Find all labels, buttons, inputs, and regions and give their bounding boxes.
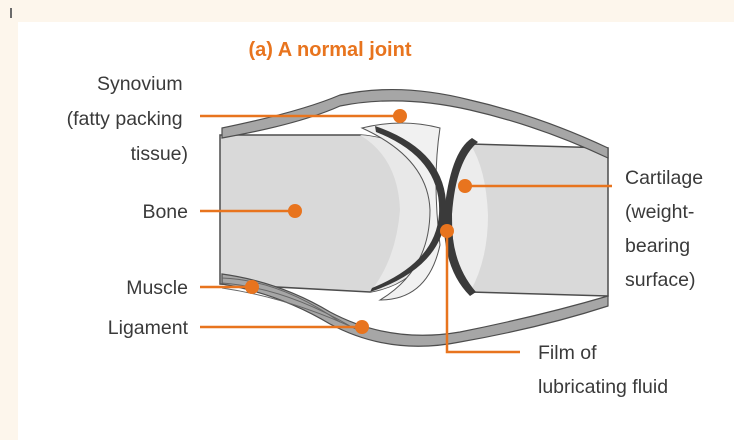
fluid-dot: [440, 224, 454, 238]
bone-label: Bone: [142, 201, 188, 223]
cartilage-label: Cartilage (weight- bearing surface): [625, 167, 708, 291]
cartilage-dot: [458, 179, 472, 193]
muscle-dot: [245, 280, 259, 294]
synovium-label: Synovium (fatty packing tissue): [67, 73, 188, 165]
ligament-label: Ligament: [108, 317, 189, 339]
muscle-label: Muscle: [126, 277, 188, 299]
diagram-title: (a) A normal joint: [249, 39, 412, 61]
film-label: Film of lubricating fluid: [538, 342, 668, 398]
synovium-dot: [393, 109, 407, 123]
bone-dot: [288, 204, 302, 218]
ligament-dot: [355, 320, 369, 334]
